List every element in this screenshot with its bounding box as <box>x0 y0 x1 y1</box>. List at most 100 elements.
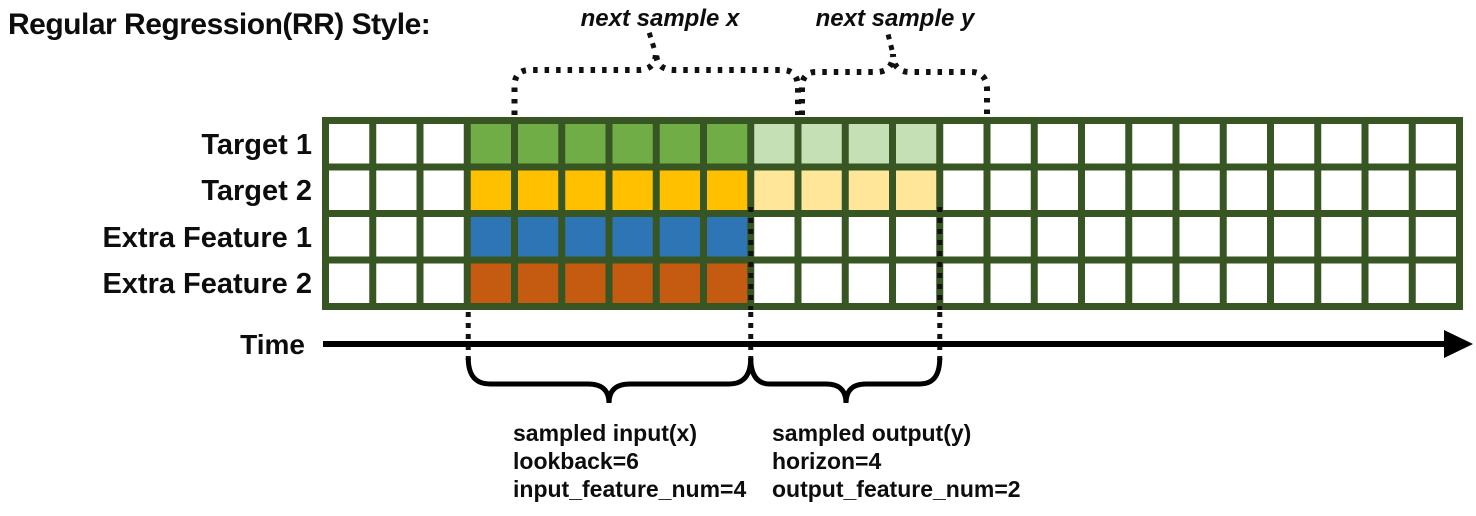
grid-cell <box>1226 263 1267 303</box>
grid-cell <box>659 124 700 164</box>
grid-cell <box>1274 124 1315 164</box>
grid-cell <box>1321 217 1362 257</box>
sampled-input-line-3: input_feature_num=4 <box>513 476 746 502</box>
grid-cell <box>848 124 889 164</box>
grid-cell <box>518 263 559 303</box>
grid-cell <box>329 263 370 303</box>
grid-cell <box>1085 217 1126 257</box>
grid-cell <box>1132 170 1173 210</box>
grid-cell <box>1415 124 1456 164</box>
grid-cell <box>329 217 370 257</box>
grid-cell <box>376 124 417 164</box>
grid-cell <box>896 263 937 303</box>
grid-cell <box>1368 124 1409 164</box>
grid-cell <box>1179 124 1220 164</box>
grid-cell <box>1179 217 1220 257</box>
grid-cell <box>1132 124 1173 164</box>
sampled-input-brace <box>465 357 754 404</box>
grid-cell <box>565 217 606 257</box>
grid-cell <box>659 217 700 257</box>
grid-cell <box>376 263 417 303</box>
grid-cell <box>943 217 984 257</box>
grid-cell <box>1037 124 1078 164</box>
grid-cell <box>943 124 984 164</box>
grid-cell <box>1321 263 1362 303</box>
grid-cell <box>990 263 1031 303</box>
grid-cell <box>659 170 700 210</box>
grid-cell <box>754 124 795 164</box>
grid-cell <box>470 124 511 164</box>
grid-cell <box>990 124 1031 164</box>
grid-cell <box>1415 170 1456 210</box>
grid-cell <box>470 217 511 257</box>
grid-cell <box>1226 217 1267 257</box>
grid-cell <box>1274 170 1315 210</box>
grid-cell <box>1274 263 1315 303</box>
next-sample-y-label: next sample y <box>816 5 976 32</box>
next-x-tip-tick <box>646 31 657 49</box>
grid-cell <box>329 124 370 164</box>
grid-cell <box>943 263 984 303</box>
grid-cell <box>754 217 795 257</box>
grid-cell <box>1274 217 1315 257</box>
grid-cell <box>376 217 417 257</box>
grid-cell <box>1415 263 1456 303</box>
grid-cell <box>1321 170 1362 210</box>
grid-cell <box>565 124 606 164</box>
grid-cell <box>1037 170 1078 210</box>
next-y-tip-tick <box>885 33 895 51</box>
grid-cell <box>1321 124 1362 164</box>
grid-cell <box>990 217 1031 257</box>
grid-cell <box>423 263 464 303</box>
row-label-extra-feature-2: Extra Feature 2 <box>102 268 312 300</box>
grid-cell <box>801 263 842 303</box>
grid-cell <box>1368 217 1409 257</box>
grid-cell <box>518 124 559 164</box>
grid-cell <box>1085 170 1126 210</box>
grid-cell <box>707 124 748 164</box>
grid-cell <box>1037 217 1078 257</box>
sampled-output-note: sampled output(y) horizon=4 output_featu… <box>772 420 1021 502</box>
grid-cell <box>754 170 795 210</box>
grid-cell <box>423 170 464 210</box>
grid-cell <box>329 170 370 210</box>
grid-cell <box>848 217 889 257</box>
grid-cell <box>1037 263 1078 303</box>
grid-cell <box>659 263 700 303</box>
grid-cell <box>1132 263 1173 303</box>
row-label-target-1: Target 1 <box>201 129 312 161</box>
grid-cell <box>990 170 1031 210</box>
grid-cell <box>518 170 559 210</box>
grid-cells <box>329 124 1456 303</box>
grid-cell <box>943 170 984 210</box>
grid-cell <box>565 263 606 303</box>
grid-cell <box>518 217 559 257</box>
grid-cell <box>612 124 653 164</box>
next-sample-x-label: next sample x <box>581 5 741 32</box>
grid-cell <box>1132 217 1173 257</box>
grid-cell <box>612 170 653 210</box>
grid-cell <box>707 217 748 257</box>
grid-cell <box>801 170 842 210</box>
grid-cell <box>423 124 464 164</box>
time-axis-label: Time <box>240 329 305 360</box>
grid-cell <box>848 263 889 303</box>
grid-cell <box>423 217 464 257</box>
grid-cell <box>896 170 937 210</box>
grid-cell <box>896 217 937 257</box>
row-label-target-2: Target 2 <box>201 175 312 207</box>
grid-cell <box>1085 124 1126 164</box>
page-title: Regular Regression(RR) Style: <box>8 8 430 41</box>
grid-cell <box>612 263 653 303</box>
grid-cell <box>896 124 937 164</box>
grid-cell <box>848 170 889 210</box>
grid-cell <box>1226 170 1267 210</box>
grid-cell <box>612 217 653 257</box>
grid-cell <box>1179 170 1220 210</box>
grid-cell <box>707 170 748 210</box>
row-label-extra-feature-1: Extra Feature 1 <box>102 222 312 254</box>
grid-cell <box>1415 217 1456 257</box>
sampled-output-line-3: output_feature_num=2 <box>772 476 1021 502</box>
sampled-output-brace <box>748 357 943 404</box>
